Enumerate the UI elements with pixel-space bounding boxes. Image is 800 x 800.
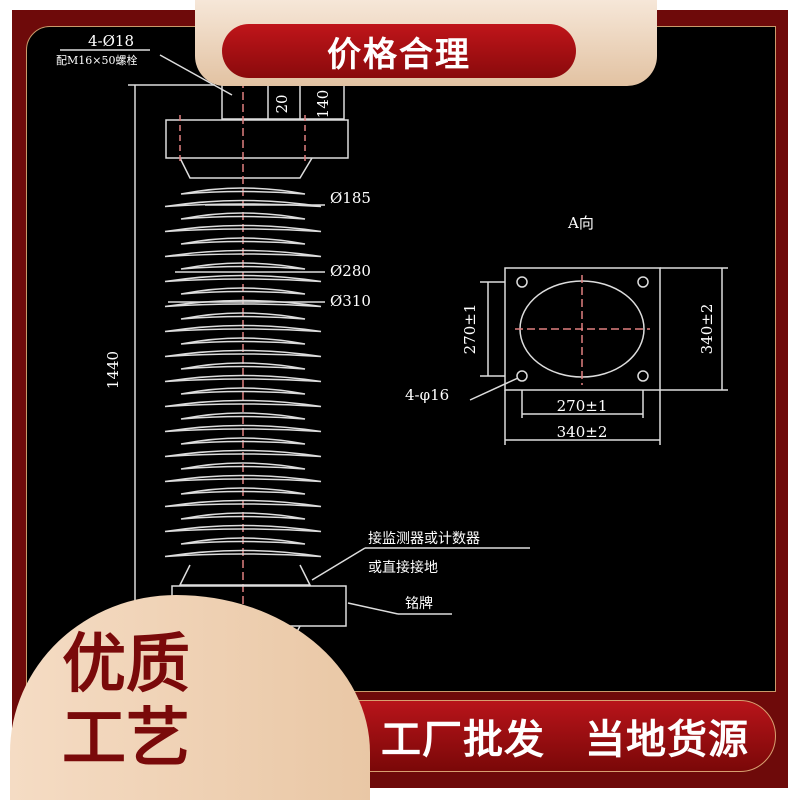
outer-height-dim: 340±2 bbox=[698, 304, 716, 355]
dim-20: 20 bbox=[273, 94, 291, 113]
insulator-shed bbox=[164, 424, 322, 433]
insulator-shed bbox=[164, 549, 322, 558]
insulator-shed bbox=[180, 387, 306, 395]
insulator-shed bbox=[180, 362, 306, 370]
nameplate-note: 铭牌 bbox=[405, 595, 433, 612]
insulator-shed bbox=[180, 512, 306, 520]
insulator-shed bbox=[180, 187, 306, 195]
view-label: A向 bbox=[567, 214, 594, 232]
insulator-shed bbox=[164, 499, 322, 508]
badge-line-2: 工艺 bbox=[62, 702, 190, 776]
insulator-shed bbox=[164, 449, 322, 458]
insulator-shed bbox=[164, 474, 322, 483]
insulator-shed bbox=[180, 487, 306, 495]
insulator-shed bbox=[180, 287, 306, 295]
insulator-shed bbox=[164, 349, 322, 358]
inner-width-dim: 270±1 bbox=[557, 397, 608, 415]
ground-note: 或直接接地 bbox=[368, 559, 438, 576]
badge-line-1: 优质 bbox=[62, 628, 190, 702]
inner-height-dim: 270±1 bbox=[461, 304, 479, 355]
dia-280: Ø280 bbox=[330, 262, 371, 280]
insulator-shed bbox=[180, 462, 306, 470]
insulator-shed bbox=[180, 262, 306, 270]
bottom-banner-text-1: 工厂批发 bbox=[381, 717, 545, 763]
height-dim: 1440 bbox=[104, 351, 122, 389]
insulator-shed bbox=[180, 312, 306, 320]
insulator-shed bbox=[164, 374, 322, 383]
dia-185: Ø185 bbox=[330, 189, 371, 207]
bottom-banner-text-2: 当地货源 bbox=[585, 717, 749, 763]
dim-140: 140 bbox=[314, 90, 332, 119]
insulator-shed bbox=[180, 212, 306, 220]
bolt-label: 4-Ø18 bbox=[88, 32, 134, 50]
drawing-panel bbox=[26, 26, 776, 692]
hole-label: 4-φ16 bbox=[405, 386, 449, 404]
insulator-shed bbox=[180, 437, 306, 445]
outer-width-dim: 340±2 bbox=[557, 423, 608, 441]
insulator-shed bbox=[164, 249, 322, 258]
insulator-shed bbox=[180, 412, 306, 420]
bolt-note: 配M16×50螺栓 bbox=[56, 53, 137, 67]
insulator-shed bbox=[164, 524, 322, 533]
insulator-shed bbox=[180, 537, 306, 545]
top-banner: 价格合理 bbox=[222, 24, 576, 78]
insulator-shed bbox=[164, 324, 322, 333]
insulator-shed bbox=[180, 337, 306, 345]
quality-badge: 优质 工艺 bbox=[62, 628, 212, 776]
monitor-note: 接监测器或计数器 bbox=[368, 530, 480, 547]
insulator-shed bbox=[164, 399, 322, 408]
insulator-shed bbox=[180, 237, 306, 245]
insulator-shed bbox=[164, 224, 322, 233]
insulator-shed bbox=[164, 274, 322, 283]
dia-310: Ø310 bbox=[330, 292, 371, 310]
